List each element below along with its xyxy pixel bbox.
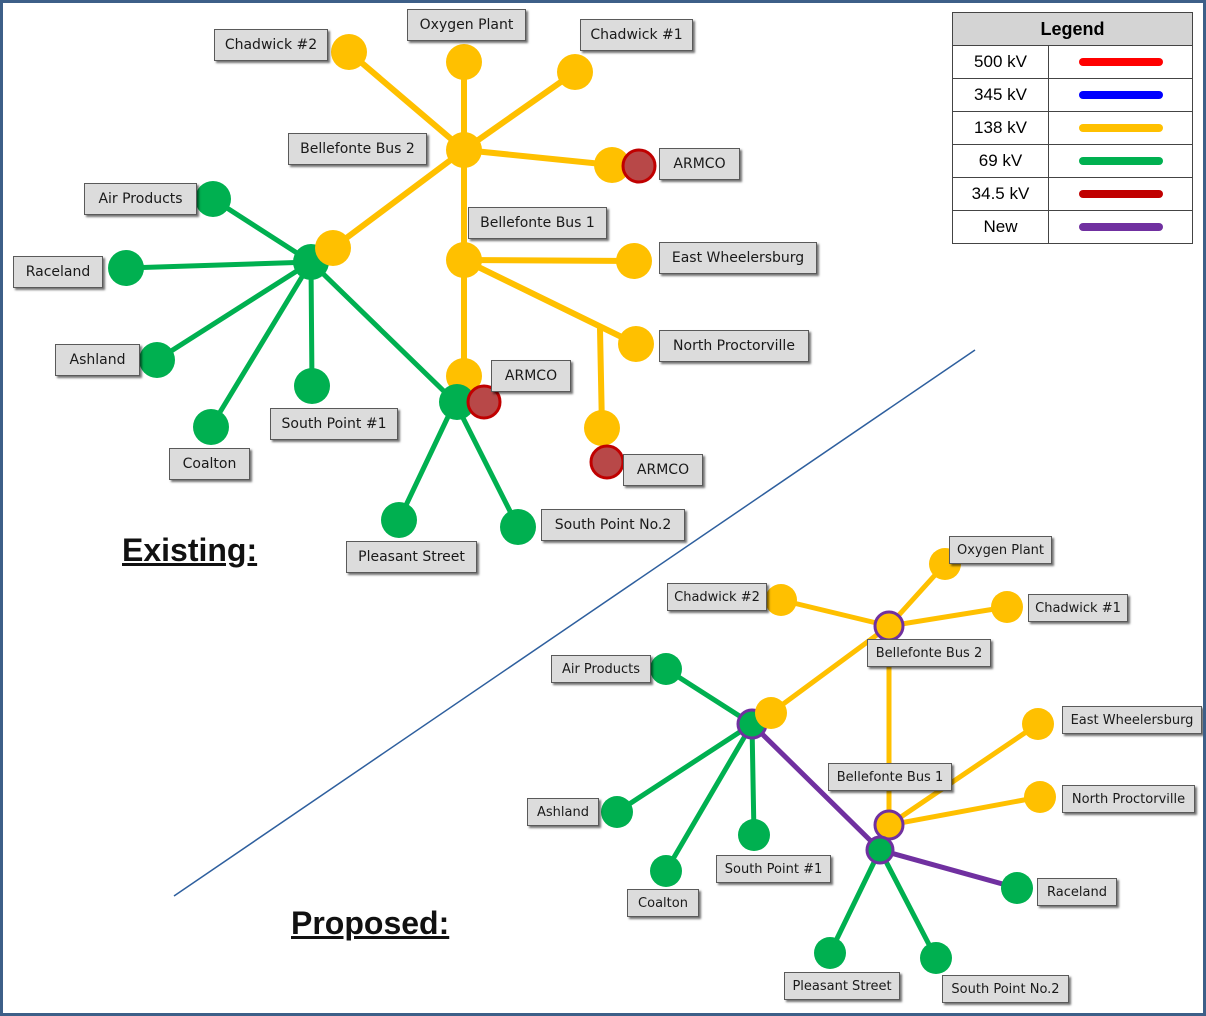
node-hub-138 bbox=[755, 697, 787, 729]
node-armco3-138 bbox=[584, 410, 620, 446]
label-south-point2: South Point No.2 bbox=[942, 975, 1069, 1003]
node-bellefonte-bus1 bbox=[873, 809, 905, 841]
node-bellefonte-bus2 bbox=[873, 610, 905, 642]
label-armco-1: ARMCO bbox=[659, 148, 740, 180]
node-armco2-345 bbox=[466, 384, 502, 420]
node-oxygen-plant bbox=[446, 44, 482, 80]
node-east-wheelersburg bbox=[616, 243, 652, 279]
legend-label: 34.5 kV bbox=[952, 177, 1049, 211]
proposed-nodes bbox=[601, 548, 1056, 974]
label-bellefonte-bus2: Bellefonte Bus 2 bbox=[867, 639, 991, 667]
node-pleasant-street bbox=[814, 937, 846, 969]
legend-swatch-500kv bbox=[1078, 57, 1163, 66]
label-bellefonte-bus2: Bellefonte Bus 2 bbox=[288, 133, 427, 165]
node-chadwick1 bbox=[991, 591, 1023, 623]
label-chadwick1: Chadwick #1 bbox=[580, 19, 693, 51]
label-north-proctorville: North Proctorville bbox=[1062, 785, 1195, 813]
legend-row: 345 kV bbox=[952, 78, 1193, 112]
node-ashland bbox=[601, 796, 633, 828]
label-south-point1: South Point #1 bbox=[270, 408, 398, 440]
legend-label: 500 kV bbox=[952, 45, 1049, 79]
legend-swatch-345kv bbox=[1078, 90, 1163, 99]
node-bellefonte-bus2 bbox=[446, 132, 482, 168]
label-bellefonte-bus1: Bellefonte Bus 1 bbox=[468, 207, 607, 239]
label-raceland: Raceland bbox=[13, 256, 103, 288]
label-pleasant-street: Pleasant Street bbox=[346, 541, 477, 573]
label-chadwick1: Chadwick #1 bbox=[1028, 594, 1128, 622]
node-air-products bbox=[650, 653, 682, 685]
legend-row: 69 kV bbox=[952, 144, 1193, 178]
section-divider bbox=[173, 349, 976, 897]
label-coalton: Coalton bbox=[627, 889, 699, 917]
legend-label: 345 kV bbox=[952, 78, 1049, 112]
node-east-wheelersburg bbox=[1022, 708, 1054, 740]
legend-label: New bbox=[952, 210, 1049, 244]
node-armco-345-1 bbox=[621, 148, 657, 184]
legend-title: Legend bbox=[952, 12, 1193, 46]
label-ashland: Ashland bbox=[527, 798, 599, 826]
node-chadwick2 bbox=[331, 34, 367, 70]
label-north-proctorville: North Proctorville bbox=[659, 330, 809, 362]
node-armco2-69 bbox=[439, 384, 475, 420]
node-ashland bbox=[139, 342, 175, 378]
label-south-point1: South Point #1 bbox=[716, 855, 831, 883]
legend-swatch-69kv bbox=[1078, 156, 1163, 165]
label-chadwick2: Chadwick #2 bbox=[214, 29, 328, 61]
node-hub2-69 bbox=[865, 835, 895, 865]
node-chadwick2 bbox=[765, 584, 797, 616]
label-air-products: Air Products bbox=[551, 655, 651, 683]
legend-table: Legend 500 kV 345 kV 138 kV 69 kV 34.5 k… bbox=[952, 12, 1193, 244]
node-south-point2 bbox=[920, 942, 952, 974]
label-south-point2: South Point No.2 bbox=[541, 509, 685, 541]
legend-label: 69 kV bbox=[952, 144, 1049, 178]
node-coalton bbox=[193, 409, 229, 445]
legend-label: 138 kV bbox=[952, 111, 1049, 145]
node-pleasant-street bbox=[381, 502, 417, 538]
existing-69kv-lines bbox=[123, 196, 521, 530]
existing-138kv-lines bbox=[330, 49, 639, 431]
legend-row: 34.5 kV bbox=[952, 177, 1193, 211]
node-raceland bbox=[108, 250, 144, 286]
label-air-products: Air Products bbox=[84, 183, 197, 215]
label-raceland: Raceland bbox=[1037, 878, 1117, 906]
label-east-wheelersburg: East Wheelersburg bbox=[659, 242, 817, 274]
label-oxygen-plant: Oxygen Plant bbox=[407, 9, 526, 41]
node-armco3-345 bbox=[589, 444, 625, 480]
legend-row: 138 kV bbox=[952, 111, 1193, 145]
legend-swatch-138kv bbox=[1078, 123, 1163, 132]
node-air-products bbox=[195, 181, 231, 217]
label-armco-3: ARMCO bbox=[623, 454, 703, 486]
node-chadwick1 bbox=[557, 54, 593, 90]
existing-heading: Existing: bbox=[122, 532, 258, 568]
label-armco-2: ARMCO bbox=[491, 360, 571, 392]
node-north-proctorville bbox=[1024, 781, 1056, 813]
label-east-wheelersburg: East Wheelersburg bbox=[1062, 706, 1202, 734]
label-pleasant-street: Pleasant Street bbox=[784, 972, 900, 1000]
proposed-heading: Proposed: bbox=[291, 905, 450, 941]
node-south-point2 bbox=[500, 509, 536, 545]
node-north-proctorville bbox=[618, 326, 654, 362]
node-south-point1 bbox=[294, 368, 330, 404]
proposed-new-lines bbox=[749, 721, 1020, 891]
node-raceland bbox=[1001, 872, 1033, 904]
proposed-69kv-lines bbox=[614, 666, 939, 961]
legend-swatch-new bbox=[1078, 222, 1163, 231]
node-south-point1 bbox=[738, 819, 770, 851]
node-hub-138 bbox=[315, 230, 351, 266]
label-oxygen-plant: Oxygen Plant bbox=[949, 536, 1052, 564]
existing-nodes bbox=[108, 34, 657, 545]
label-coalton: Coalton bbox=[169, 448, 250, 480]
node-armco-138-1 bbox=[594, 147, 630, 183]
label-ashland: Ashland bbox=[55, 344, 140, 376]
label-chadwick2: Chadwick #2 bbox=[667, 583, 767, 611]
legend-swatch-34-5kv bbox=[1078, 189, 1163, 198]
legend-row: 500 kV bbox=[952, 45, 1193, 79]
node-bellefonte-bus1 bbox=[446, 242, 482, 278]
label-bellefonte-bus1: Bellefonte Bus 1 bbox=[828, 763, 952, 791]
legend-row: New bbox=[952, 210, 1193, 244]
node-coalton bbox=[650, 855, 682, 887]
